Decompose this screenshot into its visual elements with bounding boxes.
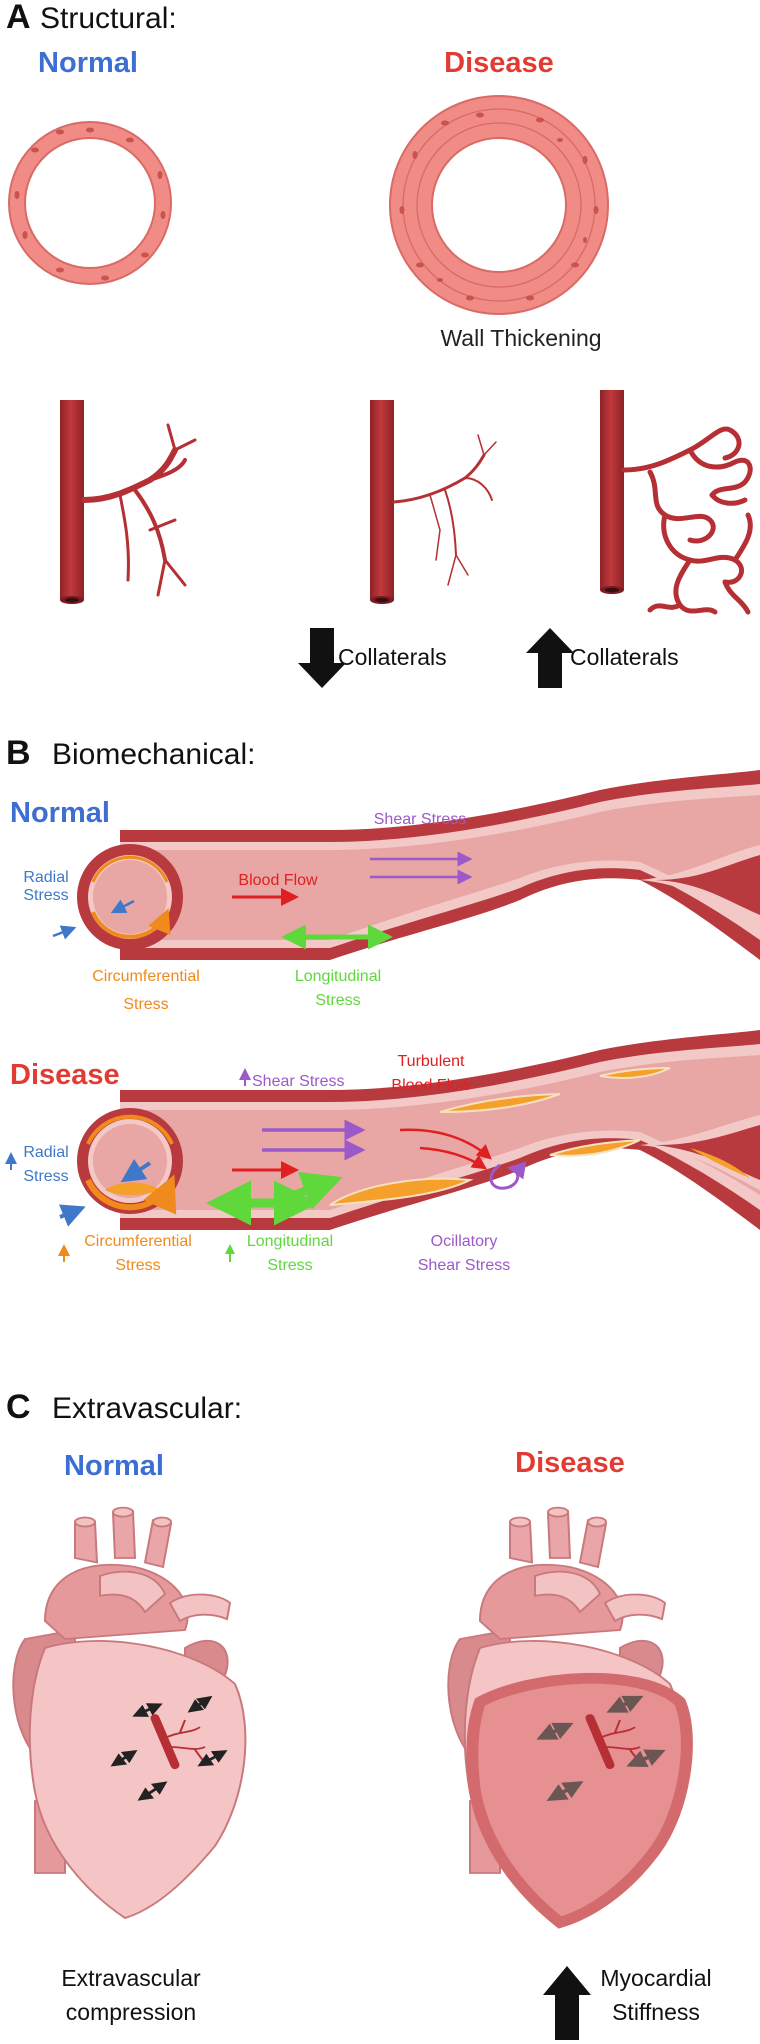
disease-circ-label-2: Stress <box>115 1257 160 1274</box>
panel-b-title: Biomechanical: <box>52 738 255 771</box>
normal-radial-label-1: Radial <box>23 869 68 886</box>
normal-caption-2: compression <box>66 1999 196 2025</box>
disease-osc-label-1: Ocillatory <box>431 1233 498 1250</box>
panel-a: A Structural: Normal Disease <box>6 0 753 688</box>
collaterals-up-label: Collaterals <box>570 644 679 670</box>
disease-osc-label-2: Shear Stress <box>418 1257 510 1274</box>
disease-caption-1: Myocardial <box>600 1965 711 1991</box>
normal-radial-label-2: Stress <box>23 887 68 904</box>
disease-vessel-longitudinal <box>58 1030 760 1230</box>
normal-caption-1: Extravascular <box>61 1965 201 1991</box>
normal-long-label-2: Stress <box>315 992 360 1009</box>
normal-long-label-1: Longitudinal <box>295 968 381 985</box>
up-arrow-icon <box>526 628 574 688</box>
normal-collaterals <box>60 400 197 604</box>
panel-c-normal-label: Normal <box>64 1450 164 1482</box>
reduced-collaterals <box>370 400 497 604</box>
panel-a-letter: A <box>6 0 31 36</box>
panel-c-disease-label: Disease <box>515 1447 625 1479</box>
panel-c-title: Extravascular: <box>52 1392 242 1425</box>
disease-heart <box>447 1506 693 1929</box>
normal-vessel-cross-section <box>8 121 172 285</box>
panel-b-letter: B <box>6 734 31 772</box>
disease-radial-label-1: Radial <box>23 1144 68 1161</box>
normal-heart <box>12 1506 247 1919</box>
panel-c-letter: C <box>6 1388 31 1426</box>
disease-long-label-2: Stress <box>267 1257 312 1274</box>
panel-a-title: Structural: <box>40 2 177 35</box>
collaterals-increase: Collaterals <box>526 628 679 688</box>
normal-flow-label: Blood Flow <box>238 872 318 889</box>
disease-turb-label-1: Turbulent <box>398 1053 466 1070</box>
panel-b: B Biomechanical: Normal Shear Stress Blo… <box>4 734 760 1274</box>
collaterals-decrease: Collaterals <box>298 628 447 688</box>
disease-radial-label-2: Stress <box>23 1168 68 1185</box>
collaterals-down-label: Collaterals <box>338 644 447 670</box>
down-arrow-icon <box>298 628 346 688</box>
disease-long-label-1: Longitudinal <box>247 1233 333 1250</box>
normal-shear-label: Shear Stress <box>374 811 466 828</box>
normal-circ-label-1: Circumferential <box>92 968 200 985</box>
stiffness-up-arrow-icon <box>543 1966 591 2040</box>
panel-b-disease-label: Disease <box>10 1059 120 1091</box>
panel-c: C Extravascular: Normal Disease <box>6 1388 712 2040</box>
panel-b-normal-label: Normal <box>10 797 110 829</box>
wall-thickening-label: Wall Thickening <box>440 325 601 351</box>
disease-turb-label-2: Blood Flow <box>391 1077 471 1094</box>
disease-shear-label: Shear Stress <box>252 1073 344 1090</box>
normal-circ-label-2: Stress <box>123 996 168 1013</box>
panel-a-disease-label: Disease <box>444 47 554 79</box>
disease-circ-label-1: Circumferential <box>84 1233 192 1250</box>
panel-a-normal-label: Normal <box>38 47 138 79</box>
disease-vessel-cross-section <box>389 95 609 315</box>
increased-collaterals <box>600 390 753 615</box>
normal-vessel-longitudinal <box>52 770 760 960</box>
disease-caption-2: Stiffness <box>612 1999 700 2025</box>
